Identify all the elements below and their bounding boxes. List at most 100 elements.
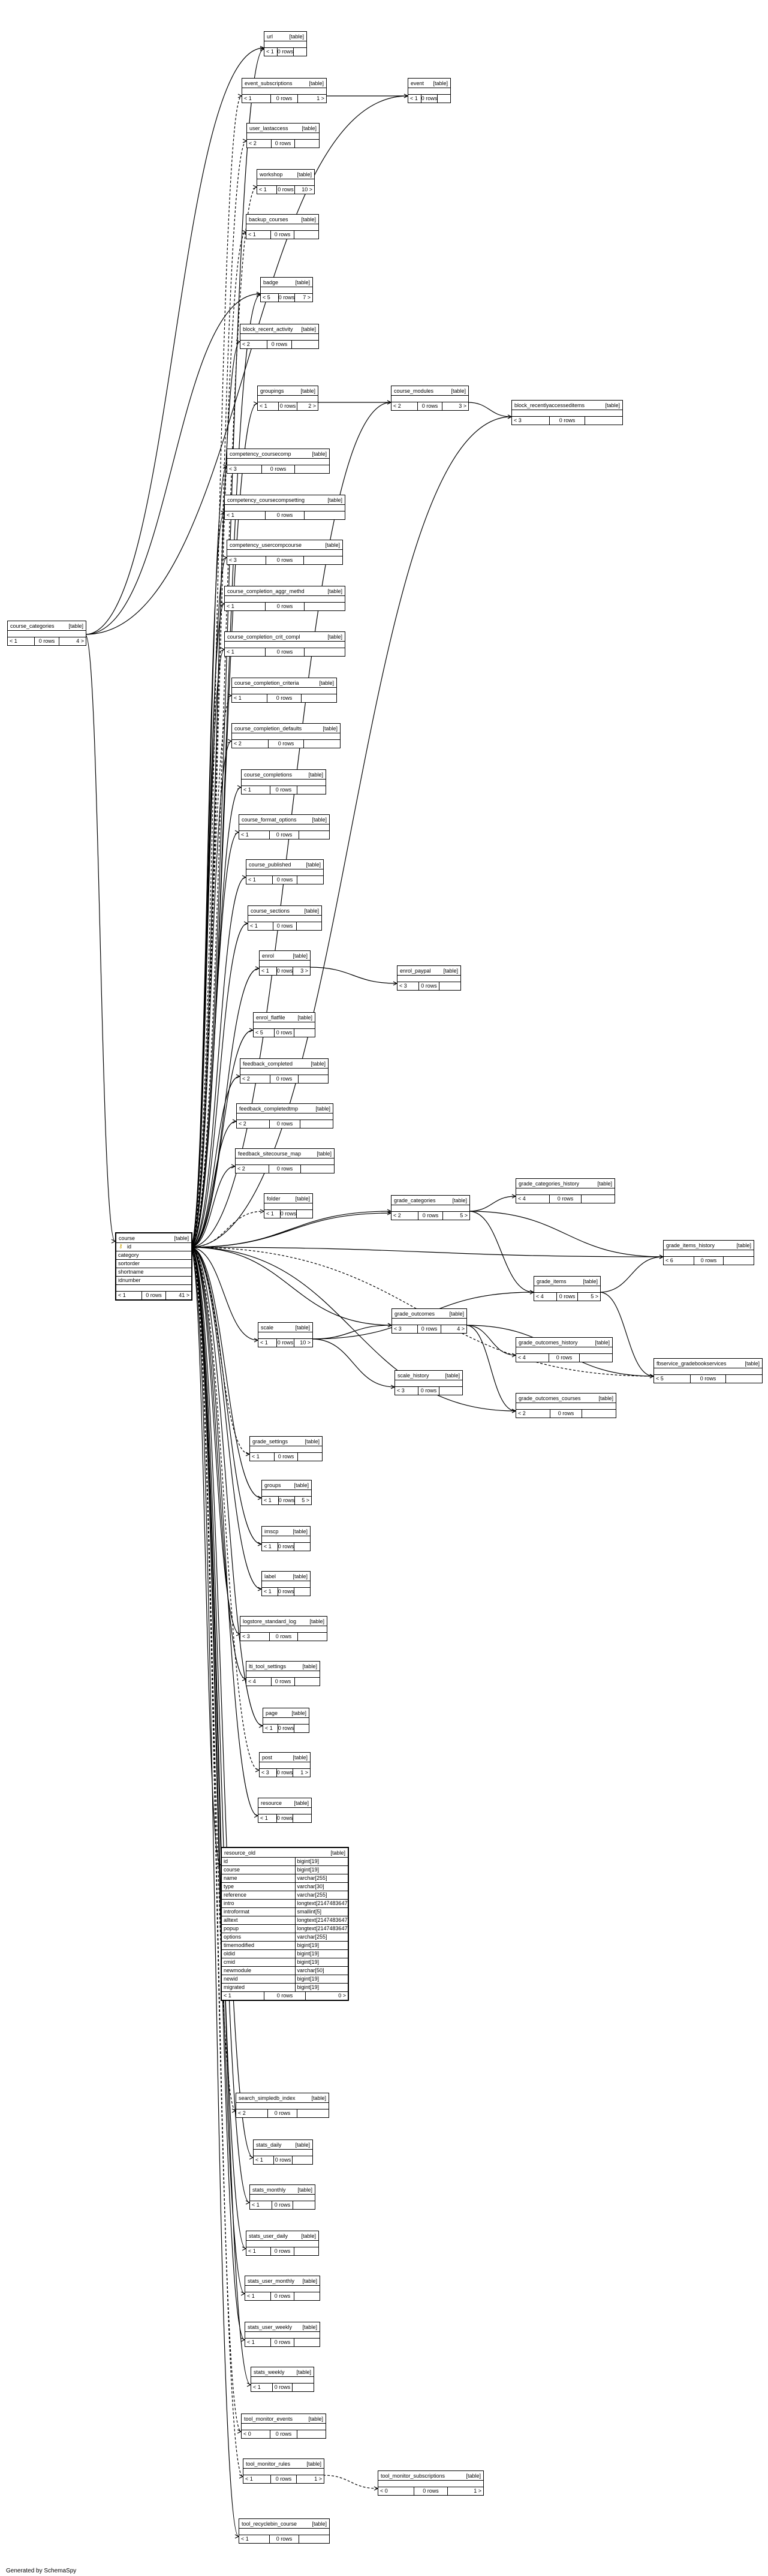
relationship-line (309, 967, 397, 984)
table-name: grade_outcomes (394, 1311, 435, 1317)
child-count (295, 1678, 318, 1686)
table-tag: [table] (297, 2187, 312, 2193)
table-name: resource_old (224, 1850, 256, 1856)
parent-count: < 1 (260, 403, 267, 409)
child-count: 1 > (317, 95, 324, 101)
table-tag: [table] (306, 2461, 321, 2467)
relationship-line (85, 95, 408, 635)
table-tag: [table] (597, 1181, 612, 1187)
row-count: 0 rows (417, 1387, 440, 1395)
column-type: bigint[19] (297, 1858, 320, 1864)
table-name: course_format_options (242, 817, 297, 823)
child-count: 3 > (300, 968, 309, 974)
table-name: workshop (260, 171, 283, 177)
row-count: 0 rows (266, 556, 304, 564)
table-name: event (411, 80, 424, 86)
column-type: longtext[2147483647] (297, 1917, 348, 1923)
table-name: grade_outcomes_history (519, 1340, 578, 1346)
child-count (305, 603, 343, 610)
table-name: tool_monitor_rules (246, 2461, 291, 2467)
table-name: grade_items (537, 1278, 567, 1284)
table-tag: [table] (301, 2233, 316, 2239)
row-count: 0 rows (271, 140, 295, 148)
row-count: 0 rows (270, 2292, 295, 2300)
table-name: tool_monitor_subscriptions (381, 2473, 445, 2479)
child-count: 10 > (302, 186, 312, 192)
row-count: 0 rows (268, 740, 304, 748)
child-count (297, 1210, 311, 1218)
table-course[interactable]: course[table] idcategorysortordershortna… (115, 1232, 192, 1301)
child-count: 0 > (338, 1993, 346, 1999)
table-tag: [table] (308, 772, 323, 778)
